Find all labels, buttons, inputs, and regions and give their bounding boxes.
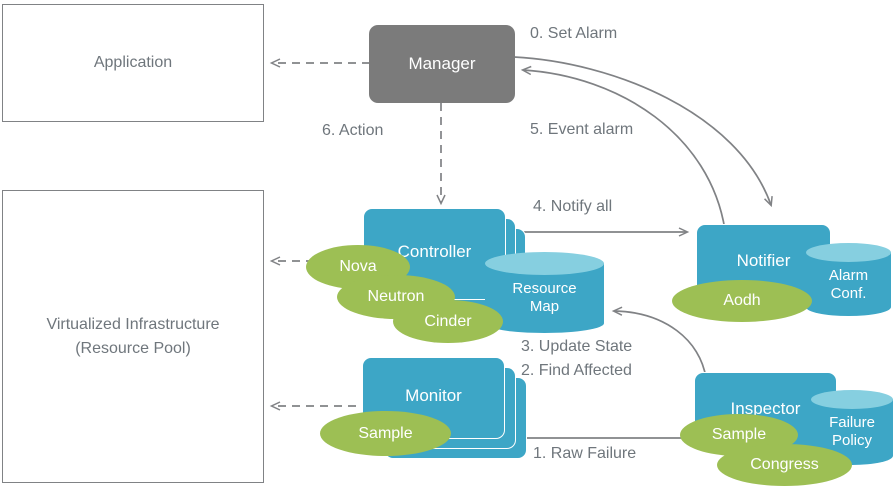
failure-policy-label: Failure Policy — [811, 414, 893, 450]
project-pill-sample-inspector-label: Sample — [711, 426, 767, 443]
manager-node[interactable]: Manager — [369, 25, 515, 103]
alarm-conf-label-line2: Conf. — [830, 285, 867, 302]
resource-map-label-line2: Map — [529, 298, 560, 315]
alarm-conf-label-line1: Alarm — [828, 267, 869, 284]
project-pill-neutron-label: Neutron — [367, 288, 425, 305]
infrastructure-label-line1: Virtualized Infrastructure — [46, 316, 220, 334]
project-pill-sample-monitor-label: Sample — [358, 424, 413, 442]
project-pill-cinder-label: Cinder — [424, 312, 472, 330]
failure-policy-label-line2: Policy — [831, 432, 872, 449]
project-pill-nova-label: Nova — [339, 258, 377, 275]
resource-map-label-line1: Resource — [512, 280, 577, 297]
resource-map-cylinder-top — [485, 252, 604, 275]
infrastructure-box: Virtualized Infrastructure (Resource Poo… — [2, 190, 264, 483]
flow-label-1: 1. Raw Failure — [533, 445, 637, 462]
failure-policy-cylinder-top — [811, 390, 893, 409]
alarm-conf-cylinder-body — [806, 252, 891, 316]
flow-label-3: 3. Update State — [521, 338, 633, 355]
project-pill-sample-monitor[interactable]: Sample — [320, 411, 451, 456]
project-pill-aodh[interactable]: Aodh — [672, 280, 812, 322]
inspector-label: Inspector — [730, 399, 801, 418]
failure-policy-store[interactable]: Failure Policy — [811, 390, 893, 472]
project-pill-aodh-label: Aodh — [723, 292, 761, 309]
flow-label-5: 5. Event alarm — [530, 121, 634, 138]
notifier-label: Notifier — [736, 251, 791, 270]
manager-label: Manager — [408, 54, 476, 73]
failure-policy-label-line1: Failure — [829, 414, 875, 431]
monitor-label: Monitor — [405, 386, 462, 405]
alarm-conf-store[interactable]: Alarm Conf. — [806, 243, 891, 323]
alarm-conf-label: Alarm Conf. — [806, 267, 891, 303]
resource-map-label: Resource Map — [485, 280, 604, 316]
project-pill-congress-label: Congress — [750, 456, 819, 473]
alarm-conf-cylinder-top — [806, 243, 891, 262]
application-box: Application — [2, 4, 264, 122]
controller-label: Controller — [397, 242, 472, 261]
flow-label-6: 6. Action — [322, 122, 384, 139]
flow-label-0: 0. Set Alarm — [530, 25, 618, 42]
flow-label-4: 4. Notify all — [533, 198, 613, 215]
resource-map-store[interactable]: Resource Map — [485, 252, 604, 340]
flow-label-2: 2. Find Affected — [521, 362, 632, 379]
project-pill-congress[interactable]: Congress — [717, 444, 852, 486]
project-pill-cinder[interactable]: Cinder — [393, 300, 503, 343]
infrastructure-label-line2: (Resource Pool) — [75, 339, 191, 357]
application-label: Application — [93, 54, 173, 72]
